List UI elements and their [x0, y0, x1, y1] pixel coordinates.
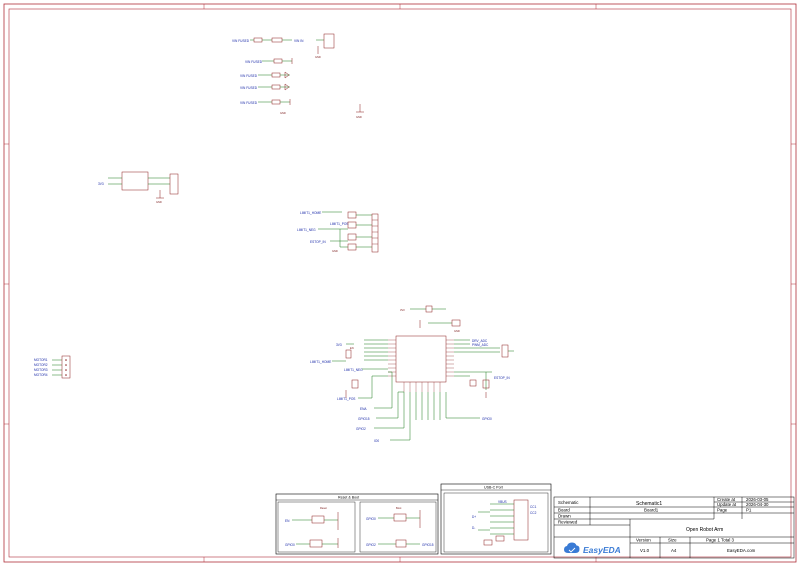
size-value: A4	[671, 548, 677, 553]
net-label: ESTOP_IN	[494, 376, 510, 380]
page-count: Page 1 Total 3	[706, 538, 735, 543]
net-label: GPIO15	[422, 543, 434, 547]
net-label: LIMIT1_NEG	[344, 368, 363, 372]
board-name: Board1	[644, 508, 659, 513]
net-label: ESTOP_IN	[310, 240, 326, 244]
brand-name: EasyEDA	[583, 545, 621, 555]
net-label: VIN FUSED	[240, 101, 258, 105]
net-label: VIN FUSED	[240, 74, 258, 78]
net-label: GPIO0	[482, 417, 492, 421]
version-label: Version	[636, 538, 651, 543]
gnd-label: GND	[280, 111, 286, 115]
create-label: Create at	[717, 497, 736, 502]
page-value: P1	[746, 508, 752, 513]
mcu-section: 3V3 GND	[310, 305, 514, 443]
net-label: MOTOR4	[34, 373, 48, 377]
reset-boot-subsheet: Reset & Boot Reset Boot EN GPIO0 GPIO0 G…	[275, 493, 439, 555]
gnd-label: GND	[315, 55, 321, 59]
limit-switch-section: LIMIT1_HOME LIMIT1_POS LIMIT1_NEG ESTOP_…	[297, 211, 379, 253]
net-label: VIN IN	[294, 39, 304, 43]
subsheet-title: USB-C Port	[484, 486, 503, 490]
net-label: GPIO2	[356, 427, 366, 431]
reset-label: Reset	[320, 506, 327, 510]
net-label: GPIO0	[285, 543, 295, 547]
reviewed-label: Reviewed	[558, 520, 578, 525]
net-label: 3V3	[400, 308, 405, 312]
net-label: MOTOR2	[34, 363, 48, 367]
title-block-text: Schematic Schematic1 Board Board1 Drawn …	[558, 497, 769, 555]
update-label: Update at	[717, 502, 737, 507]
gnd-label: GND	[454, 329, 460, 333]
regulator-section: GND 3V3	[98, 171, 179, 204]
net-label: VIN FUSED	[240, 86, 258, 90]
gnd-label: GND	[156, 200, 162, 204]
net-label: 3V3	[336, 343, 342, 347]
gnd-label: GND	[356, 115, 362, 119]
update-date: 2026-04-30	[746, 502, 769, 507]
net-label: GPIO15	[358, 417, 370, 421]
net-label: D-	[472, 526, 475, 530]
boot-label: Boot	[396, 506, 402, 510]
brand-site: EasyEDA.com	[727, 548, 756, 553]
power-input-section: VIN FUSED VIN IN GND VIN FUSED VIN FUSED…	[232, 33, 364, 119]
net-label: VIN FUSED	[232, 39, 250, 43]
easyeda-logo-icon	[564, 542, 580, 553]
net-label: VIN FUSED	[245, 60, 263, 64]
subsheet-title: Reset & Boot	[338, 496, 359, 500]
net-label: GPIO0	[366, 517, 376, 521]
usb-c-subsheet: USB-C Port D+ D- VBUS CC1 CC2	[440, 483, 552, 555]
net-label: D+	[472, 515, 476, 519]
net-label: EN	[285, 519, 290, 523]
motor-connector-section: MOTOR1 MOTOR2 MOTOR3 MOTOR4	[34, 355, 71, 379]
net-label: DRV_ADC	[472, 339, 488, 343]
net-label: LIMIT1_HOME	[300, 211, 321, 215]
net-label: MOTOR1	[34, 358, 48, 362]
net-label: CC2	[530, 511, 537, 515]
net-label: ENA	[360, 407, 367, 411]
net-label: LIMIT1_POS	[330, 222, 348, 226]
project-title: Open Robot Arm	[686, 527, 723, 533]
title-block	[553, 496, 795, 559]
sheet-frame	[3, 3, 797, 563]
gnd-label: GND	[332, 249, 338, 253]
schematic-label: Schematic	[558, 500, 579, 505]
net-label: MOTOR3	[34, 368, 48, 372]
net-label: VBUS	[498, 500, 507, 504]
net-label: LIMIT1_POS	[337, 397, 355, 401]
page-label: Page	[717, 508, 728, 513]
board-label: Board	[558, 508, 570, 513]
create-date: 2026-03-05	[746, 497, 769, 502]
net-label: LIMIT1_HOME	[310, 360, 331, 364]
net-label: GPIO2	[366, 543, 376, 547]
net-label: IO0	[374, 439, 379, 443]
drawn-label: Drawn	[558, 514, 571, 519]
net-label: CC1	[530, 505, 537, 509]
size-label: Size	[668, 538, 677, 543]
schematic-name: Schematic1	[636, 501, 662, 507]
version-value: V1.0	[640, 548, 650, 553]
net-label: 3V3	[98, 182, 104, 186]
net-label: EN	[350, 346, 354, 350]
net-label: PWM_ADC	[472, 343, 489, 347]
net-label: LIMIT1_NEG	[297, 228, 316, 232]
